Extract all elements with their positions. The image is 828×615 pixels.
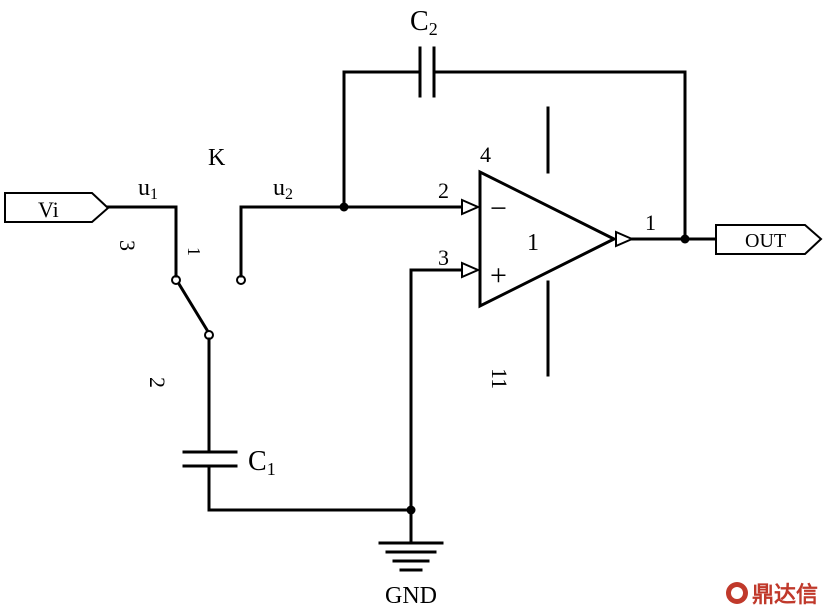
switch-k-label: K (208, 145, 226, 171)
plus-input-arrow (461, 261, 481, 279)
switch-k (171, 205, 346, 340)
op-amp-minus-sign: − (490, 192, 507, 225)
switch-pin-3-label: 3 (115, 240, 140, 251)
switch-blade (176, 281, 210, 333)
output-port-out: OUT (715, 224, 823, 255)
ground-symbol (378, 268, 444, 572)
pin-2-label: 2 (438, 178, 449, 203)
wire-feedback-left (342, 70, 422, 209)
output-junction-dot (680, 234, 690, 244)
pin-1-output-label: 1 (645, 210, 656, 235)
ground-label: GND (385, 583, 437, 609)
switch-pin-2-label: 2 (145, 377, 170, 388)
pin-11-label: 11 (487, 368, 512, 389)
input-port-vi-label: Vi (38, 197, 59, 222)
pin-3-label: 3 (438, 245, 449, 270)
op-amp-triangle (478, 169, 618, 309)
minus-input-arrow (461, 198, 481, 216)
wire-switch-to-u2 (239, 205, 346, 278)
op-amp (478, 106, 618, 377)
wire-vi-to-switch (106, 205, 178, 254)
pin-4-label: 4 (480, 142, 491, 167)
capacitor-c1-label: C1 (248, 446, 276, 479)
wire-feedback-right (432, 70, 687, 240)
capacitor-c2-label: C2 (410, 6, 438, 39)
wire-c1-to-ground (207, 464, 413, 512)
input-port-vi: Vi (4, 192, 110, 223)
watermark-text: 鼎达信 (751, 583, 818, 608)
op-amp-plus-sign: + (490, 259, 507, 292)
output-port-out-label: OUT (745, 230, 786, 252)
output-pin-arrow (615, 230, 635, 248)
capacitor-c1 (182, 450, 238, 468)
site-watermark: 鼎达信 (725, 577, 818, 609)
switch-pin-1-label: 1 (184, 247, 204, 256)
watermark-logo-icon (725, 582, 748, 604)
node-label-u2: u2 (273, 175, 293, 203)
op-amp-number-label: 1 (527, 230, 539, 256)
node-label-u1: u1 (138, 175, 158, 203)
capacitor-c2 (418, 46, 436, 98)
